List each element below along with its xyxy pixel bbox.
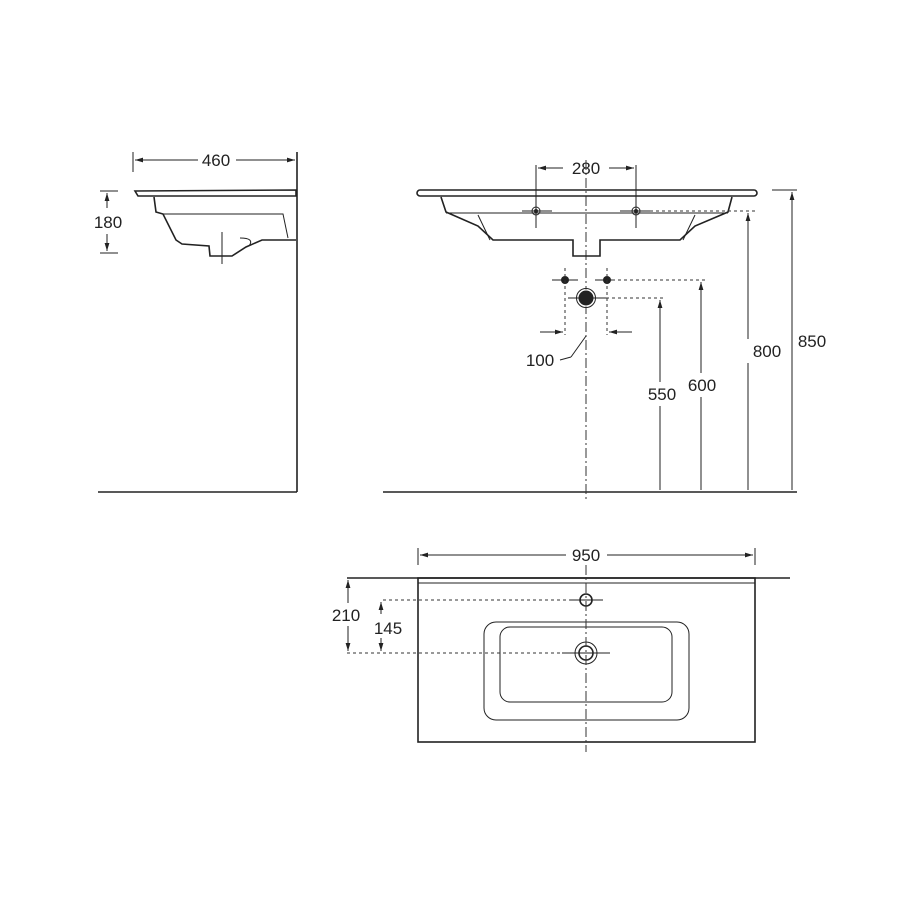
dim-drain-height: 550 xyxy=(648,385,676,404)
basin-inner-line xyxy=(682,214,696,241)
dim-height: 180 xyxy=(94,213,122,232)
basin-top-slab xyxy=(416,189,758,197)
dim-width: 460 xyxy=(202,151,230,170)
side-view: 460 180 xyxy=(94,151,298,493)
basin-profile xyxy=(440,196,733,257)
basin-top-slab xyxy=(133,189,297,197)
dim-depth: 210 xyxy=(332,606,360,625)
basin-profile xyxy=(153,196,296,257)
dim-width: 950 xyxy=(572,546,600,565)
overflow-line xyxy=(239,237,252,247)
dim-overflow-height: 800 xyxy=(753,342,781,361)
leader-line xyxy=(570,335,587,358)
plan-view: 950 210 145 xyxy=(332,546,790,752)
dim-drain-offset: 145 xyxy=(374,619,402,638)
dim-tap-spacing: 280 xyxy=(572,159,600,178)
front-view: 280 100 550 600 800 850 xyxy=(383,159,826,500)
basin-inner-line xyxy=(163,213,289,239)
dim-supply-height: 600 xyxy=(688,376,716,395)
dim-drain-spacing: 100 xyxy=(526,351,554,370)
leader-line xyxy=(559,356,572,361)
basin-inner-line xyxy=(477,214,491,241)
dim-top-height: 850 xyxy=(798,332,826,351)
